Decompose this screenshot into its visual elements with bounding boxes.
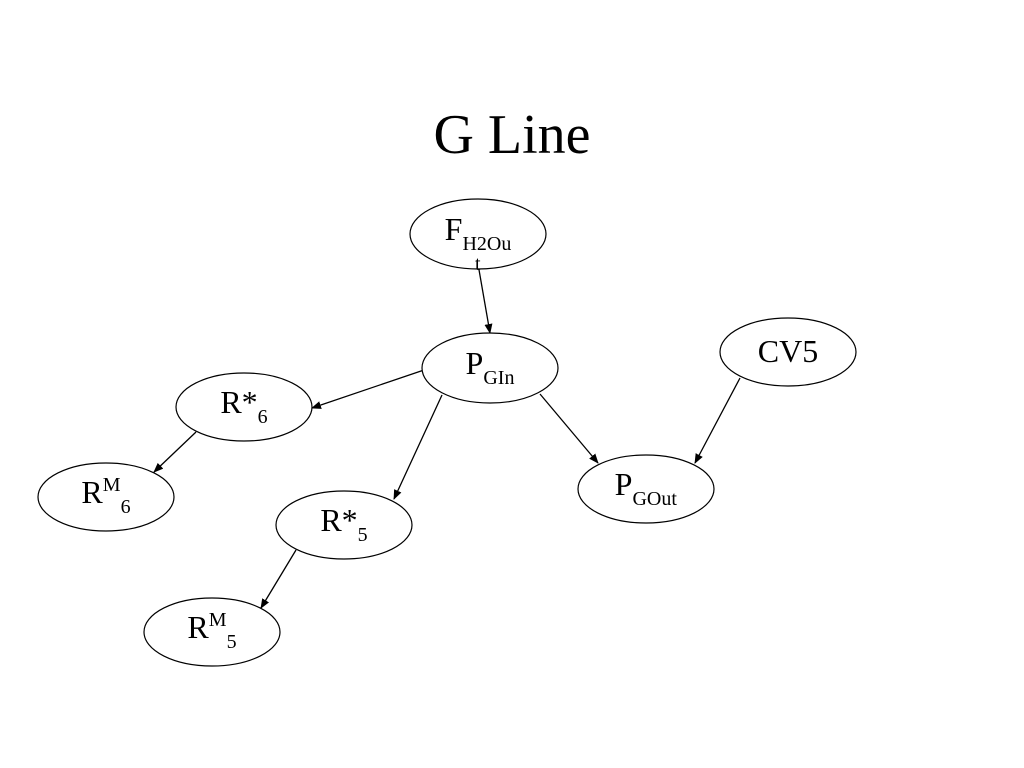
node-ellipse bbox=[275, 490, 413, 560]
edge-p_gin-to-r_star_5 bbox=[393, 394, 443, 500]
node-label-base: R* bbox=[320, 502, 357, 538]
node-label: R*5 bbox=[320, 502, 367, 546]
edge-p_gin-to-r_star_6 bbox=[311, 369, 425, 409]
node-label-base: P bbox=[615, 466, 633, 502]
node-label-base: R bbox=[81, 474, 103, 510]
edge-r_star_5-to-r_m_5 bbox=[260, 549, 297, 609]
edge-r_star_6-to-r_m_6 bbox=[153, 431, 197, 473]
node-label-subscript: 5 bbox=[227, 631, 237, 653]
node-label-base: F bbox=[445, 211, 463, 247]
node-label-base: CV5 bbox=[758, 333, 818, 369]
edge-cv5-to-p_gout bbox=[694, 377, 741, 464]
node-p_gin: PGIn bbox=[421, 332, 559, 404]
edge-f_h2out-to-p_gin bbox=[477, 263, 493, 334]
node-ellipse bbox=[37, 462, 175, 532]
node-label-subscript: H2Ou bbox=[462, 233, 511, 255]
node-label-subscript: 5 bbox=[358, 524, 368, 546]
node-label-subscript: GOut bbox=[632, 488, 677, 510]
node-ellipse bbox=[421, 332, 559, 404]
node-label: RM5 bbox=[187, 609, 236, 653]
node-label-superscript: M bbox=[103, 474, 121, 496]
edge-p_gin-to-p_gout bbox=[539, 393, 599, 464]
node-label: PGIn bbox=[466, 345, 515, 389]
node-label-subscript: 6 bbox=[258, 406, 268, 428]
node-ellipse bbox=[143, 597, 281, 667]
node-ellipse bbox=[719, 317, 857, 387]
node-p_gout: PGOut bbox=[577, 454, 715, 524]
node-label: R*6 bbox=[220, 384, 267, 428]
node-label: FH2Ou bbox=[445, 211, 512, 255]
diagram-title: G Line bbox=[433, 104, 591, 166]
node-label: PGOut bbox=[615, 466, 678, 510]
node-label-subscript: 6 bbox=[121, 496, 131, 518]
node-label-base: R bbox=[187, 609, 209, 645]
node-ellipse bbox=[577, 454, 715, 524]
node-label: RM6 bbox=[81, 474, 130, 518]
node-label-base: R* bbox=[220, 384, 257, 420]
node-label-base: P bbox=[466, 345, 484, 381]
node-r_m_5: RM5 bbox=[143, 597, 281, 667]
node-ellipse bbox=[409, 198, 547, 270]
node-cv5: CV5 bbox=[719, 317, 857, 387]
node-label-superscript: M bbox=[209, 609, 227, 631]
node-ellipse bbox=[175, 372, 313, 442]
node-label: CV5 bbox=[758, 333, 818, 369]
edges-layer bbox=[153, 263, 741, 609]
node-label-subscript: GIn bbox=[483, 367, 514, 389]
node-label-wrap: t bbox=[475, 253, 481, 275]
node-r_m_6: RM6 bbox=[37, 462, 175, 532]
node-r_star_6: R*6 bbox=[175, 372, 313, 442]
node-r_star_5: R*5 bbox=[275, 490, 413, 560]
